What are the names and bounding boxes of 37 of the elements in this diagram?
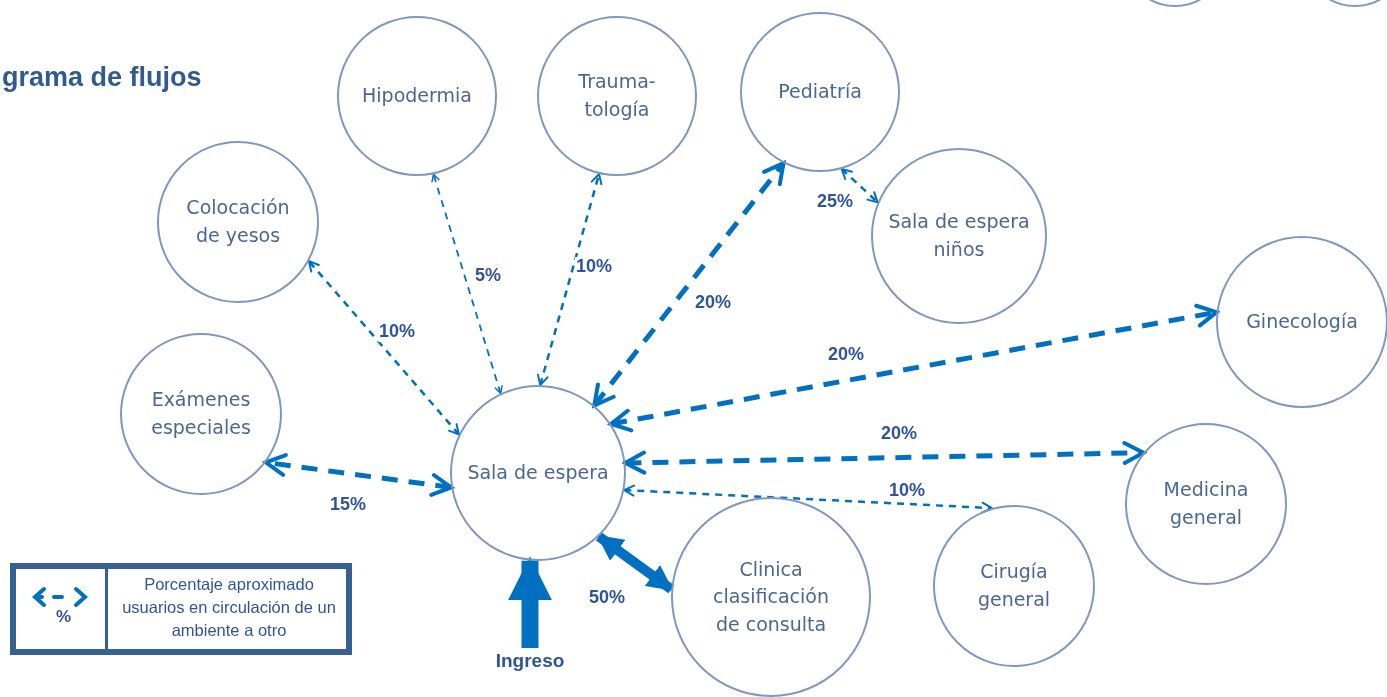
double-arrow (609, 303, 1219, 433)
arrow (507, 556, 553, 648)
room-name: Clinica clasificación de consulta (712, 556, 830, 637)
room-circle (120, 333, 282, 495)
room-circle (537, 16, 697, 176)
room-name: Ginecología (1246, 309, 1358, 335)
double-arrow (623, 441, 1146, 475)
double-arrow (623, 484, 993, 514)
legend-text: Porcentaje aproximado usuarios en circulación de un ambiente a otro (121, 574, 337, 642)
room-name: Sala de espera niños (887, 209, 1031, 262)
room-name: Pediatría (778, 79, 862, 105)
double-arrow (592, 161, 786, 408)
room-name: Trauma- tología (577, 69, 657, 122)
room-name: Medicina general (1162, 477, 1250, 530)
edge-label: 10% (378, 322, 417, 342)
room-circle (933, 505, 1095, 667)
double-arrow (263, 453, 454, 497)
entry-label: Ingreso (488, 648, 572, 674)
room-name: Colocación de yesos (185, 195, 291, 248)
room-name: Cirugía general (976, 559, 1052, 612)
double-arrow (595, 532, 675, 594)
double-arrow (536, 172, 603, 387)
room-name: Exámenes especiales (150, 387, 252, 440)
room-circle (671, 497, 871, 697)
room-circle (337, 16, 497, 176)
percent-sign: % (56, 607, 72, 627)
double-arrow (840, 168, 879, 204)
room-circle (157, 141, 319, 303)
room-circle (740, 12, 900, 172)
room-name: Hipodermia (362, 83, 472, 109)
double-arrow (307, 260, 460, 436)
room-circle (450, 385, 626, 561)
room-name: Sala de espera (467, 460, 609, 486)
room-circle (1125, 423, 1287, 585)
room-circle (871, 148, 1047, 324)
diagram-title: grama de flujos (2, 62, 202, 93)
double-arrow (431, 173, 503, 395)
